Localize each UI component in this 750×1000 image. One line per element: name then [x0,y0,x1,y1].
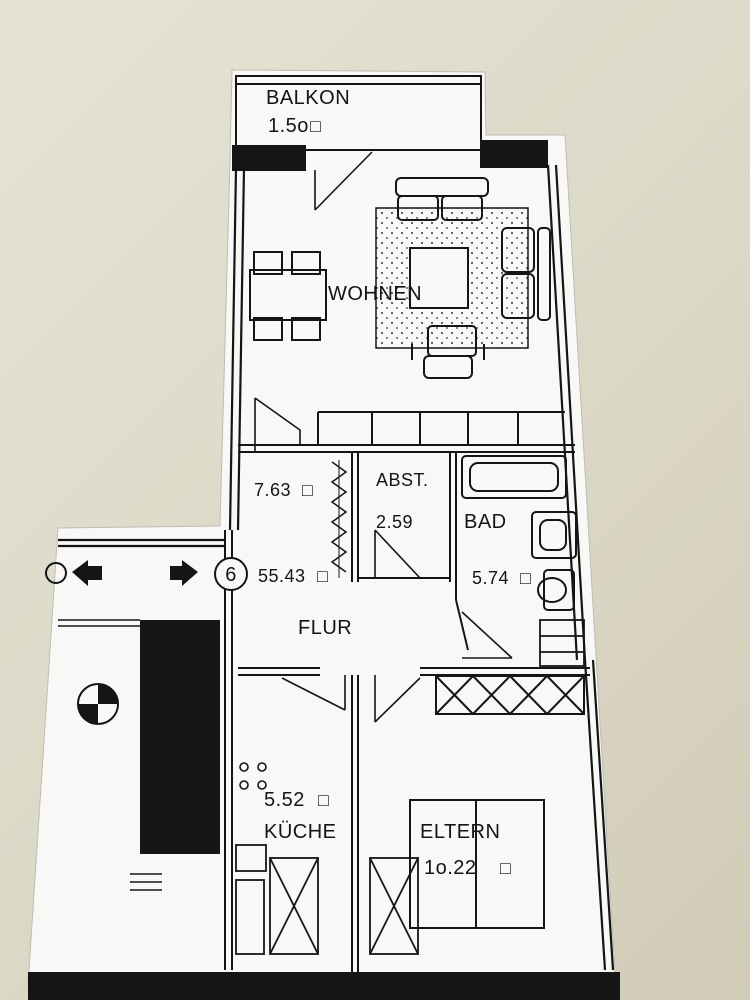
bathtub [461,455,567,499]
wohnen-area: 55.43 [258,566,306,586]
left-wall-lines [58,619,162,891]
door-swings [254,397,513,723]
dining-table [249,251,327,341]
balkon-name: BALKON [266,87,350,109]
sofa-right [501,227,551,321]
interior-walls [224,411,590,972]
bad-area-box: □ [520,568,531,588]
stove-burners [239,762,267,790]
armchair-bottom [411,325,485,379]
balcony-wall-left [232,145,306,171]
exterior-walls [58,164,615,971]
bad-name: BAD [464,511,507,533]
eltern-closet [369,857,419,955]
kueche-name: KÜCHE [264,821,337,843]
eltern-area: 1o.22 [424,857,477,879]
kueche-area-box: □ [318,790,329,810]
room-labels: BALKON 1.5o □ WOHNEN 55.43 □ 7.63 □ ABST… [254,87,531,879]
bed [409,799,545,929]
kueche-area: 5.52 [264,789,305,811]
eltern-name: ELTERN [420,821,500,843]
flur-name: FLUR [298,617,352,639]
marker-number: 6 [225,564,237,586]
closet-area-box: □ [302,480,313,500]
storage-cabinet [435,675,585,715]
balkon-area: 1.5o [268,115,309,137]
coffee-table [409,247,469,309]
balcony-wall-right [480,140,548,168]
abst-name: ABST. [376,470,429,490]
marker-circle [214,557,248,591]
toilet [537,569,575,611]
eltern-area-box: □ [500,858,511,878]
closet-area: 7.63 [254,480,291,500]
balkon-area-box: □ [310,116,321,136]
kitchen-cabinet [235,844,319,955]
bottom-wall-band [28,972,620,1000]
balcony-door [310,149,375,211]
elevator-symbol [77,683,119,725]
corridor-arrows [45,560,198,586]
bath-radiator [539,619,585,667]
bath-sink [531,511,577,559]
abst-area: 2.59 [376,512,413,532]
bad-area: 5.74 [472,568,509,588]
wohnen-area-box: □ [317,566,328,586]
wohnen-name: WOHNEN [328,283,422,305]
stair-block [140,620,220,854]
